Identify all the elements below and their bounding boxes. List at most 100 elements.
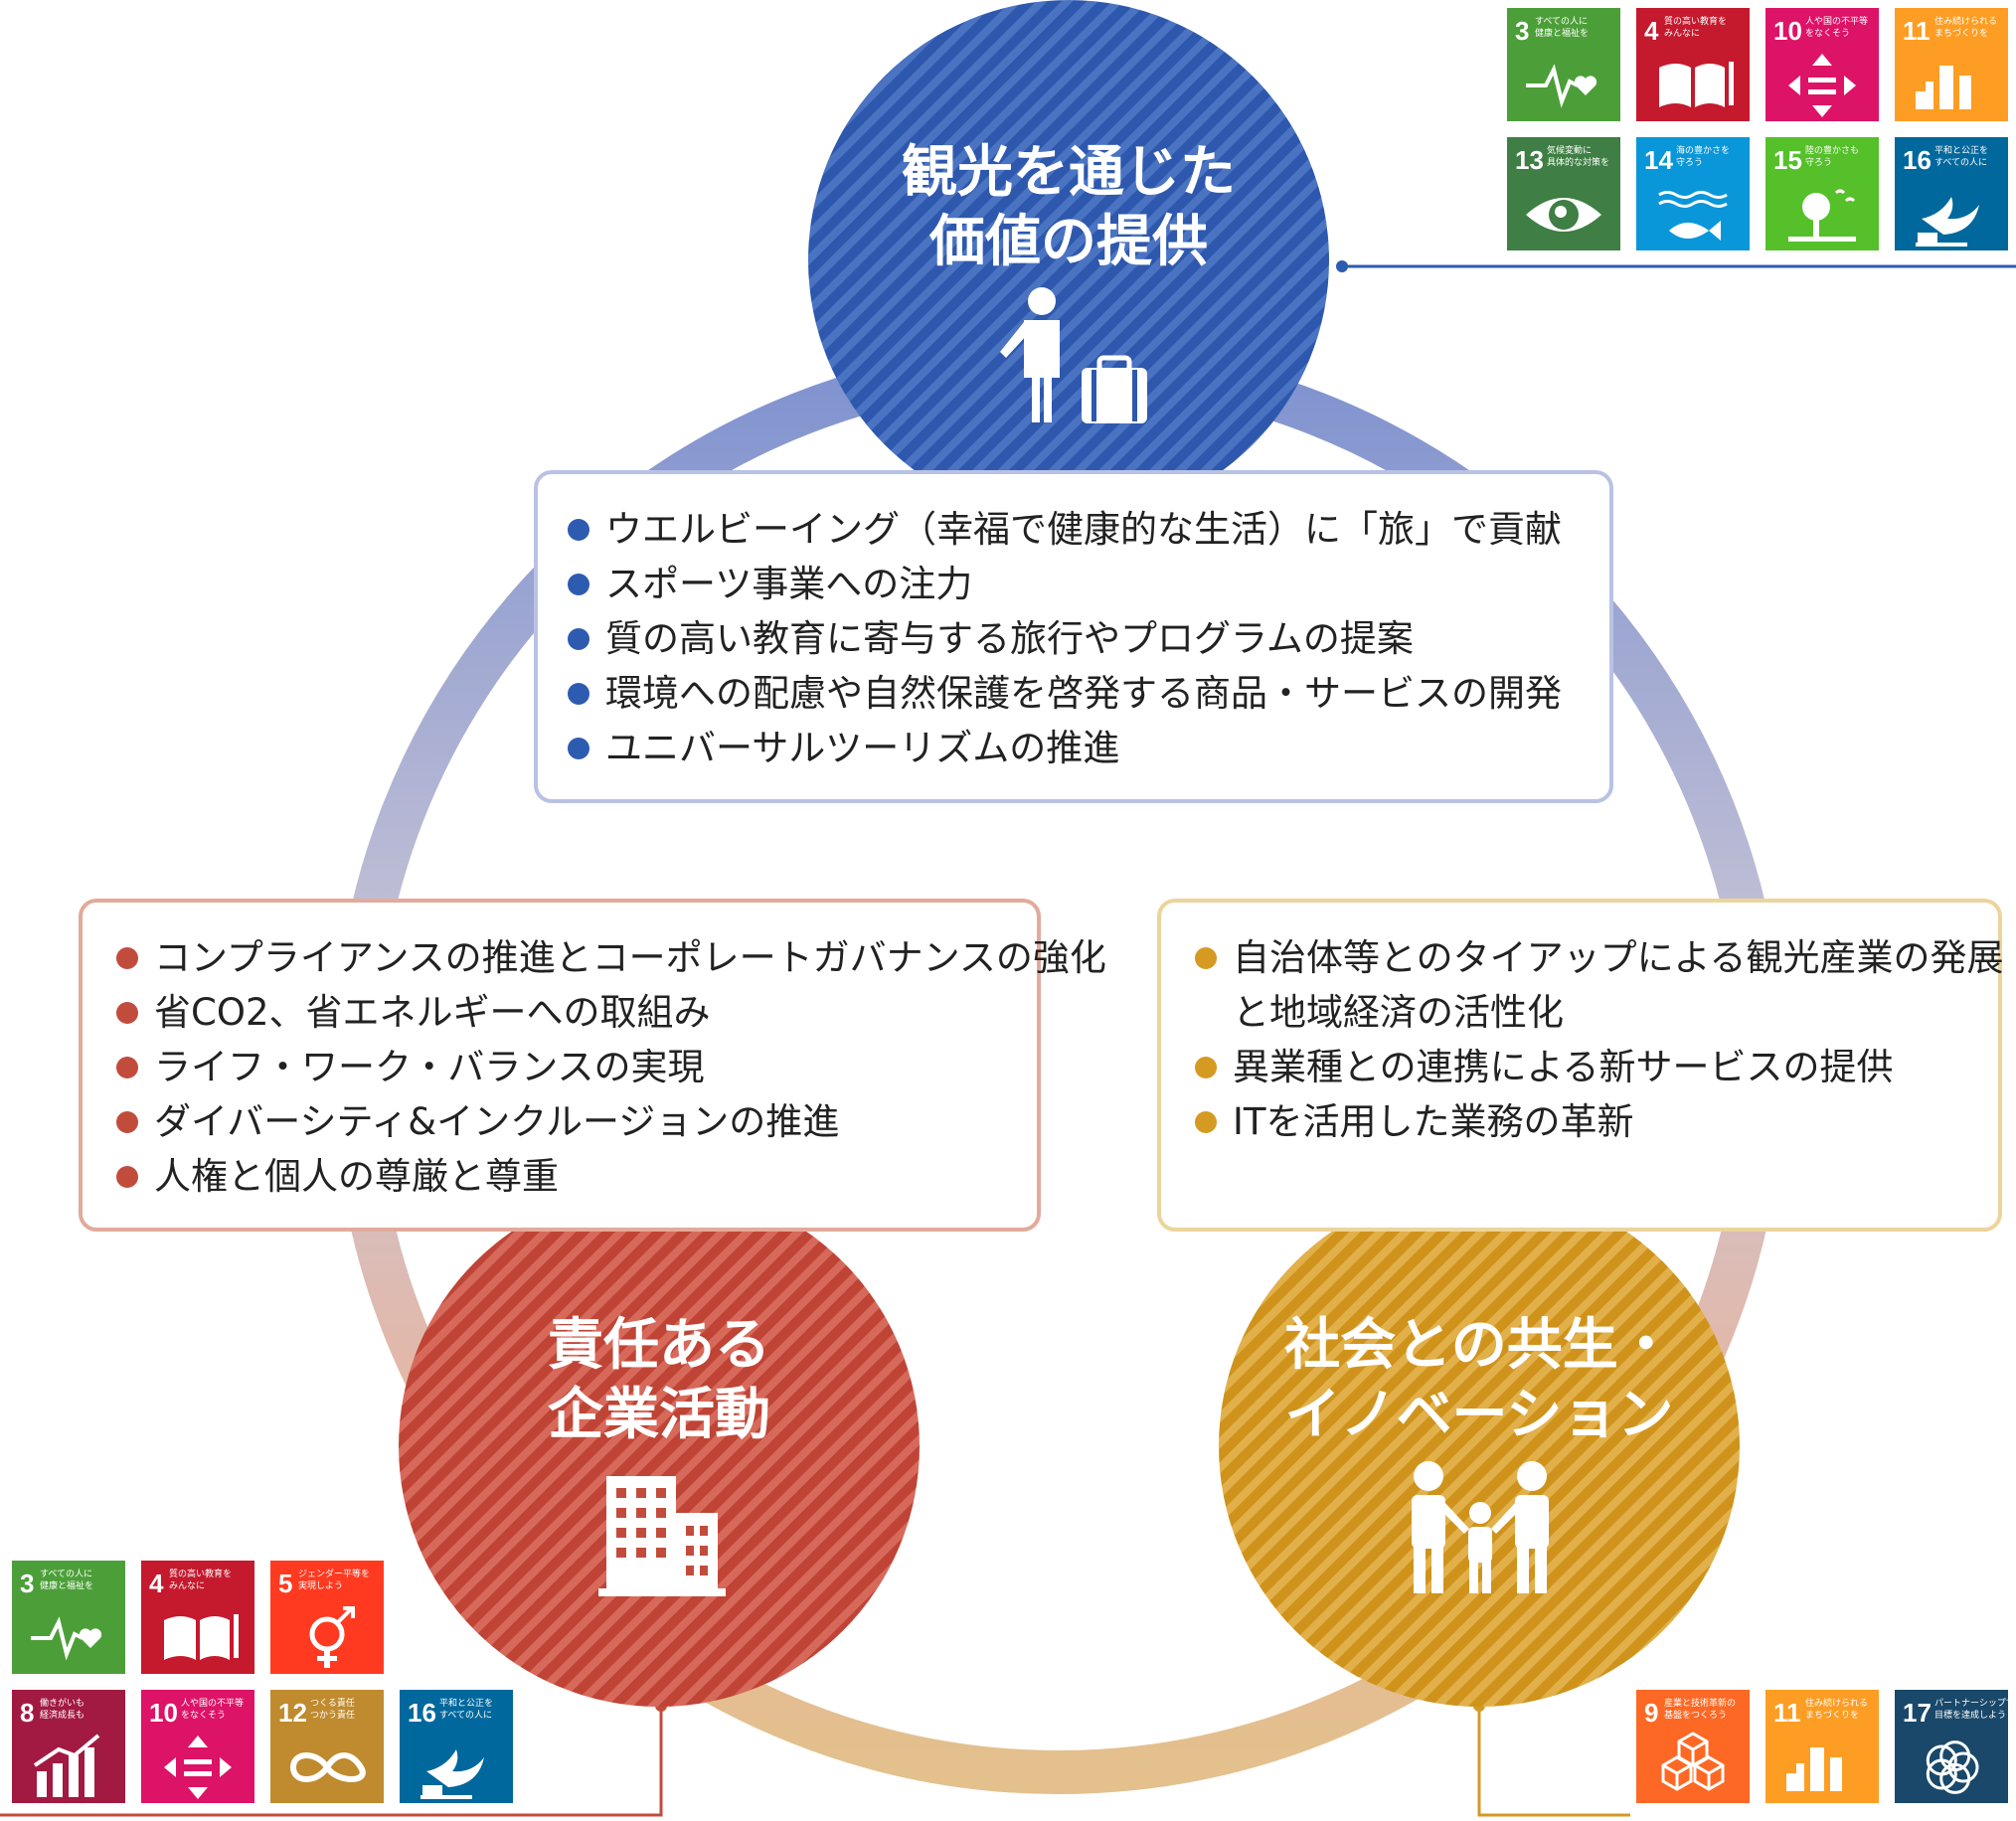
circle-left-title-line2: 企業活動: [548, 1383, 770, 1447]
sdg-goal-number: 3: [20, 1569, 34, 1598]
initiative-text: コンプライアンスの推進とコーポレートガバナンスの強化: [154, 936, 1106, 979]
sdg-goal-label: 具体的な対策を: [1547, 156, 1609, 168]
initiative-item: ITを活用した業務の革新: [1195, 1094, 2008, 1149]
initiatives-list-responsible: コンプライアンスの推進とコーポレートガバナンスの強化省CO2、省エネルギーへの取…: [116, 930, 1106, 1204]
sdg-goal-label: 平和と公正を: [1934, 145, 1988, 156]
sdg-goal-number: 17: [1903, 1698, 1932, 1728]
building-icon: [598, 1476, 726, 1596]
initiative-item: スポーツ事業への注力: [568, 557, 1609, 611]
city-icon: [1916, 66, 1971, 109]
infinity-icon: [289, 1752, 366, 1782]
bullet-dot-icon: [1195, 947, 1217, 969]
bullet-dot-icon: [116, 1111, 138, 1133]
initiative-text: 人権と個人の尊厳と尊重: [154, 1155, 559, 1198]
bullet-dot-icon: [568, 738, 589, 759]
initiatives-box-tourism: ウエルビーイング（幸福で健康的な生活）に「旅」で貢献スポーツ事業への注力質の高い…: [534, 470, 1613, 803]
sdg-goal-number: 16: [1903, 145, 1932, 175]
bullet-dot-icon: [116, 1002, 138, 1024]
sdg-goal-label: 住み続けられる: [1805, 1697, 1868, 1709]
sdg-goal-label: 働きがいも: [40, 1697, 84, 1709]
sdg-goal-label: 目標を達成しよう: [1934, 1709, 2006, 1721]
heartbeat-icon: [31, 1616, 102, 1661]
tree-icon: [1788, 189, 1856, 242]
sdg-goal-label: をなくそう: [1805, 28, 1850, 39]
sdg-goal-label: まちづくりを: [1805, 1710, 1859, 1721]
initiative-text: ライフ・ワーク・バランスの実現: [154, 1046, 705, 1088]
fish-icon: [1658, 191, 1728, 241]
initiative-item: ダイバーシティ&インクルージョンの推進: [116, 1094, 1037, 1149]
initiatives-box-responsible: コンプライアンスの推進とコーポレートガバナンスの強化省CO2、省エネルギーへの取…: [79, 899, 1106, 1232]
sdg-goal-number: 15: [1773, 145, 1802, 175]
sdg-goal-number: 11: [1903, 16, 1931, 46]
connector-lines: [0, 260, 2016, 1817]
gender-icon: [309, 1606, 355, 1668]
sdg-goal-label: 健康と福祉を: [40, 1579, 93, 1591]
sdg-goal-label: みんなに: [169, 1580, 205, 1591]
bullet-dot-icon: [568, 574, 589, 595]
bullet-dot-icon: [1195, 1057, 1217, 1078]
sdg-goal-number: 9: [1644, 1698, 1658, 1728]
initiative-item: 質の高い教育に寄与する旅行やプログラムの提案: [568, 611, 1609, 666]
sdg-goal-number: 4: [149, 1569, 164, 1598]
sdg-goal-label: 守ろう: [1676, 156, 1703, 168]
circle-top-title-line1: 観光を通じた: [902, 140, 1236, 205]
initiative-item: コンプライアンスの推進とコーポレートガバナンスの強化: [116, 930, 1106, 985]
initiative-item: 自治体等とのタイアップによる観光産業の発展と地域経済の活性化: [1195, 930, 2008, 1040]
sdg-goal-label: 海の豊かさを: [1676, 144, 1730, 156]
book-icon: [1659, 62, 1734, 107]
sdg-goal-label: まちづくりを: [1934, 28, 1988, 39]
sdg-goal-label: 陸の豊かさも: [1805, 144, 1859, 156]
circle-top-title-line2: 価値の提供: [928, 210, 1208, 274]
initiative-text: 環境への配慮や自然保護を啓発する商品・サービスの開発: [605, 672, 1562, 715]
sdg-goal-label: つかう責任: [310, 1709, 355, 1721]
dove-icon: [420, 1749, 484, 1799]
traveler-icon: [1000, 287, 1147, 423]
circle-right-title-line1: 社会との共生・: [1284, 1313, 1673, 1378]
bullet-dot-icon: [568, 628, 589, 650]
bullet-dot-icon: [116, 1057, 138, 1078]
sdg-goal-label: 質の高い教育を: [1664, 15, 1727, 27]
initiative-text: 省CO2、省エネルギーへの取組み: [154, 991, 711, 1034]
book-icon: [164, 1614, 239, 1660]
sdg-goal-label: 質の高い教育を: [169, 1568, 232, 1579]
sdg-goal-label: すべての人に: [40, 1569, 92, 1579]
bullet-dot-icon: [568, 683, 589, 705]
growth-chart-icon: [33, 1734, 100, 1797]
city-icon: [1786, 1747, 1842, 1791]
sdg-goal-number: 10: [1773, 16, 1802, 46]
sdg-goal-number: 13: [1515, 145, 1544, 175]
bullet-dot-icon: [116, 947, 138, 969]
circle-responsible-business: 責任ある 企業活動: [399, 1186, 920, 1707]
heartbeat-icon: [1526, 64, 1597, 108]
initiatives-list-social: 自治体等とのタイアップによる観光産業の発展と地域経済の活性化異業種との連携による…: [1195, 930, 2004, 1149]
sdg-goal-number: 10: [149, 1698, 178, 1728]
circle-tourism-value: 観光を通じた 価値の提供: [808, 0, 1329, 521]
dove-icon: [1916, 197, 1979, 247]
sdg-goal-label: 実現しよう: [298, 1579, 343, 1591]
sdg-goal-number: 14: [1644, 145, 1673, 175]
sdg-goal-number: 3: [1515, 16, 1529, 46]
bullet-dot-icon: [568, 519, 589, 541]
sdg-goal-label: 健康と福祉を: [1535, 27, 1589, 39]
rings-icon: [1926, 1740, 1979, 1794]
initiative-text: ユニバーサルツーリズムの推進: [605, 727, 1120, 769]
initiative-text: 質の高い教育に寄与する旅行やプログラムの提案: [605, 617, 1414, 660]
initiative-text: 異業種との連携による新サービスの提供: [1233, 1046, 1894, 1088]
initiative-text: ウエルビーイング（幸福で健康的な生活）に「旅」で貢献: [605, 508, 1562, 551]
sdg-goal-number: 4: [1644, 16, 1659, 46]
initiative-item: 省CO2、省エネルギーへの取組み: [116, 985, 1037, 1040]
sdg-goal-label: 平和と公正を: [439, 1698, 493, 1709]
